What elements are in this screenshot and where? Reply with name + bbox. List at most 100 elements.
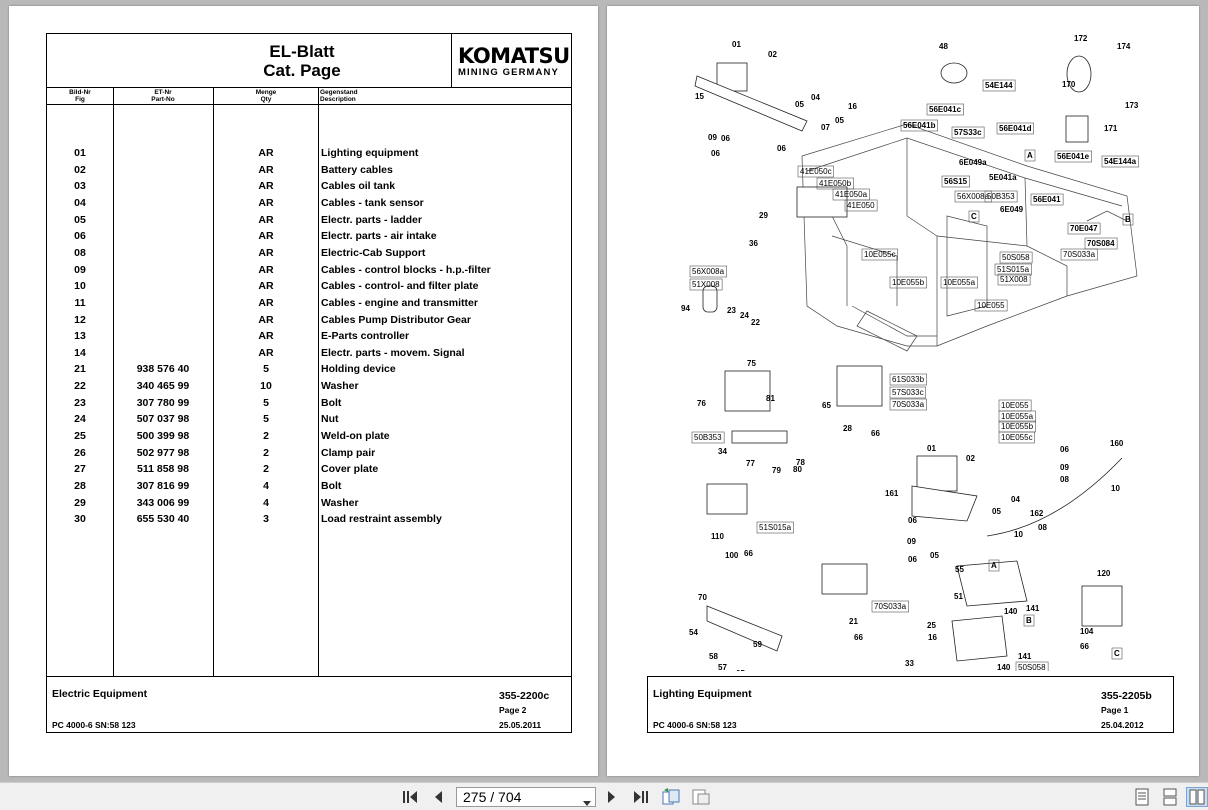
description-cell: Cables - control- and filter plate <box>321 280 479 293</box>
callout-label: 15 <box>695 92 704 101</box>
exploded-view-diagram: 0102150504160507060906064817217417017317… <box>681 34 1139 671</box>
callout-label: 16 <box>928 633 937 642</box>
callout-label: 05 <box>736 669 745 671</box>
description-cell: Cables - control blocks - h.p.-filter <box>321 263 491 276</box>
fig-cell: 26 <box>74 446 86 459</box>
description-cell: E-Parts controller <box>321 330 410 343</box>
callout-label: 06 <box>777 144 786 153</box>
callout-box <box>974 299 1008 312</box>
callout-label: 78 <box>796 458 805 467</box>
callout-box <box>968 210 980 223</box>
title-line-2: Cat. Page <box>263 61 341 80</box>
callout-box <box>954 190 992 203</box>
callout-label: 06 <box>908 555 917 564</box>
footer-date: 25.04.2012 <box>1101 720 1144 730</box>
callout-box <box>1101 155 1139 168</box>
callout-box <box>1122 213 1134 226</box>
callout-label: 56E041e <box>1057 152 1090 161</box>
callout-label: 70S084 <box>1087 239 1115 248</box>
callout-label: 51 <box>954 592 963 601</box>
callout-label: 51X008 <box>692 280 720 289</box>
fig-cell: 06 <box>74 230 86 243</box>
qty-cell: AR <box>258 163 274 176</box>
callout-label: 04 <box>811 93 820 102</box>
callout-label: 34 <box>718 447 727 456</box>
description-cell: Cables - engine and transmitter <box>321 296 478 309</box>
callout-label: 10 <box>1014 530 1023 539</box>
callout-label: 60 <box>904 670 913 671</box>
callout-box <box>998 431 1035 444</box>
callout-label: 21 <box>849 617 858 626</box>
callout-label: 10E055 <box>977 301 1005 310</box>
callout-label: 6E049a <box>959 158 987 167</box>
part-no-cell: 343 006 99 <box>136 496 190 509</box>
callout-label: 06 <box>721 134 730 143</box>
description-cell: Weld-on plate <box>321 430 390 443</box>
callout-label: 110 <box>711 532 724 541</box>
callout-box <box>996 122 1034 135</box>
callout-label: C <box>1114 649 1120 658</box>
callout-label: 141 <box>1018 652 1032 661</box>
callout-label: 25 <box>927 621 936 630</box>
callout-label: 22 <box>751 318 760 327</box>
bracket-b-sketch <box>706 605 783 652</box>
callout-label: 94 <box>681 304 690 313</box>
callout-label: 66 <box>1080 642 1089 651</box>
continuous-icon[interactable] <box>1160 787 1180 807</box>
page-number-input[interactable]: 275 / 704 <box>456 787 596 807</box>
callout-label: 23 <box>727 306 736 315</box>
callout-label: 05 <box>795 100 804 109</box>
part-no-cell: 500 399 98 <box>136 430 190 443</box>
callout-box <box>1015 661 1049 671</box>
qty-cell: AR <box>258 346 274 359</box>
description-cell: Electr. parts - ladder <box>321 213 422 226</box>
footer-model: PC 4000-6 SN:58 123 <box>653 720 737 730</box>
callout-label: 75 <box>747 359 756 368</box>
last-page-icon[interactable] <box>630 787 652 807</box>
description-cell: Bolt <box>321 480 342 492</box>
callout-label: 162 <box>1030 509 1044 518</box>
callout-label: 160 <box>1110 439 1124 448</box>
chevron-down-icon[interactable] <box>583 794 591 810</box>
callout-box <box>691 431 725 444</box>
callout-label: 36 <box>749 239 758 248</box>
callout-label: 10E055a <box>943 278 976 287</box>
callout-box <box>1067 222 1101 235</box>
callout-box <box>926 103 964 116</box>
rotate-icon[interactable] <box>660 787 682 807</box>
facing-icon[interactable] <box>1186 787 1208 807</box>
qty-cell: 2 <box>263 430 269 443</box>
callout-box <box>1111 647 1123 660</box>
prev-page-icon[interactable] <box>428 787 448 807</box>
callout-box <box>797 165 834 178</box>
callout-label: 10E055c <box>864 250 896 259</box>
callout-label: 55 <box>955 565 964 574</box>
fig-cell: 28 <box>74 480 86 492</box>
fig-cell: 04 <box>74 196 86 209</box>
single-page-icon[interactable] <box>1132 787 1152 807</box>
callout-label: 56E041b <box>903 121 936 130</box>
qty-cell: 5 <box>263 363 269 376</box>
qty-cell: AR <box>258 196 274 209</box>
part-no-cell: 307 816 99 <box>136 480 190 492</box>
cap-sketch <box>940 62 968 84</box>
callout-label: 61S033b <box>892 375 925 384</box>
next-page-icon[interactable] <box>602 787 622 807</box>
fit-icon[interactable] <box>690 787 712 807</box>
callout-label: 16 <box>848 102 857 111</box>
description-cell: Lighting equipment <box>321 147 419 159</box>
col-divider <box>113 88 114 676</box>
footer-doc-no: 355-2205b <box>1101 690 1152 702</box>
fig-cell: 05 <box>74 213 86 226</box>
first-page-icon[interactable] <box>400 787 420 807</box>
callout-label: 09 <box>907 537 916 546</box>
viewer-toolbar: 275 / 704 <box>0 782 1208 810</box>
callout-box <box>941 175 970 188</box>
callout-label: 54E144a <box>1104 157 1137 166</box>
logo-subtitle: MINING GERMANY <box>458 67 559 78</box>
